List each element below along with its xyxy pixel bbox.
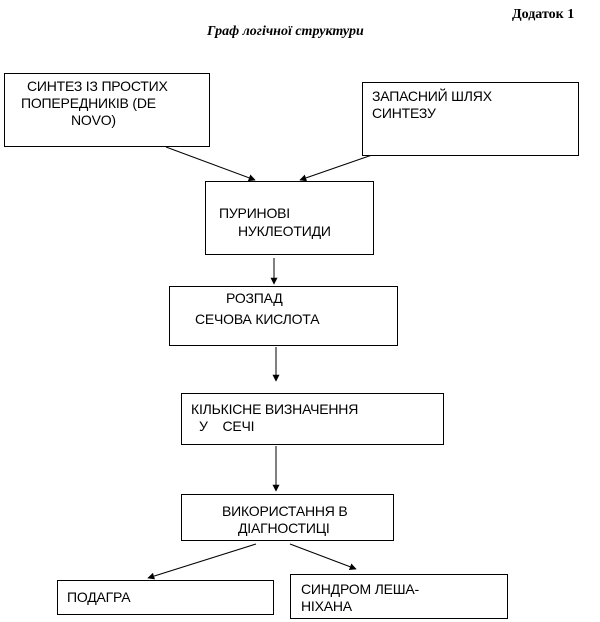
node-de-novo-synthesis: СИНТЕЗ ІЗ ПРОСТИХ ПОПЕРЕДНИКІВ (DE NOVO) bbox=[4, 73, 210, 147]
arrow-de-novo-to-purines bbox=[165, 146, 256, 182]
node-breakdown-uric-acid: РОЗПАД СЕЧОВА КИСЛОТА bbox=[169, 286, 398, 346]
arrow-diagnostics-to-lesch-nyhan bbox=[289, 543, 357, 571]
node-diagnostics-line-2: ДІАГНОСТИЦІ bbox=[238, 520, 330, 536]
node-lesch-nyhan-line-2: НІХАНА bbox=[301, 598, 352, 614]
node-de-novo-line-3: NOVO) bbox=[71, 112, 116, 128]
node-de-novo-line-2: ПОПЕРЕДНИКІВ (DE bbox=[21, 95, 156, 111]
node-gout: ПОДАГРА bbox=[57, 580, 274, 615]
node-salvage-line-2: СИНТЕЗУ bbox=[372, 105, 436, 121]
node-breakdown-line-2: СЕЧОВА КИСЛОТА bbox=[195, 311, 320, 327]
node-purine-nucleotides: ПУРИНОВІ НУКЛЕОТИДИ bbox=[205, 181, 374, 255]
node-lesch-nyhan-line-1: СИНДРОМ ЛЕША- bbox=[301, 581, 419, 597]
node-gout-line-1: ПОДАГРА bbox=[67, 589, 131, 605]
node-quantification-line-2: У СЕЧІ bbox=[199, 418, 255, 434]
node-breakdown-line-1: РОЗПАД bbox=[226, 290, 283, 306]
node-salvage-line-1: ЗАПАСНИЙ ШЛЯХ bbox=[372, 88, 492, 104]
appendix-label: Додаток 1 bbox=[512, 7, 575, 22]
node-diagnostics-line-1: ВИКОРИСТАННЯ В bbox=[222, 503, 348, 519]
arrow-diagnostics-to-gout bbox=[147, 543, 257, 580]
node-purines-line-1: ПУРИНОВІ bbox=[219, 205, 290, 221]
node-urine-quantification: КІЛЬКІСНЕ ВИЗНАЧЕННЯ У СЕЧІ bbox=[181, 393, 444, 445]
node-diagnostic-use: ВИКОРИСТАННЯ В ДІАГНОСТИЦІ bbox=[181, 494, 394, 541]
node-salvage-pathway: ЗАПАСНИЙ ШЛЯХ СИНТЕЗУ bbox=[362, 82, 579, 156]
node-purines-line-2: НУКЛЕОТИДИ bbox=[238, 223, 331, 239]
arrow-salvage-to-purines bbox=[299, 154, 373, 182]
node-lesch-nyhan-syndrome: СИНДРОМ ЛЕША- НІХАНА bbox=[290, 574, 508, 619]
graph-title: Граф логічної структури bbox=[207, 24, 364, 39]
node-quantification-line-1: КІЛЬКІСНЕ ВИЗНАЧЕННЯ bbox=[191, 401, 359, 417]
node-de-novo-line-1: СИНТЕЗ ІЗ ПРОСТИХ bbox=[27, 78, 168, 94]
